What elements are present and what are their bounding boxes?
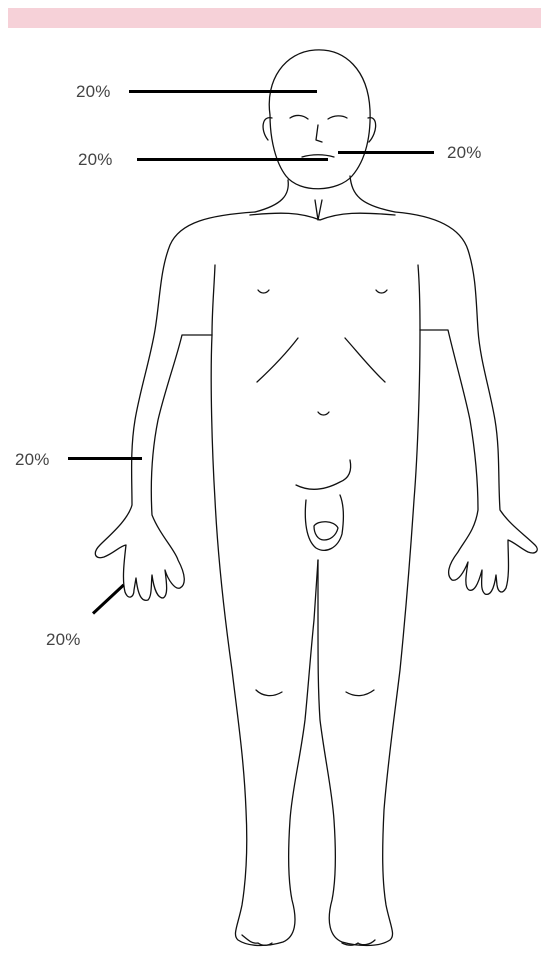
body-left-outline (95, 212, 255, 600)
left-knee (256, 690, 282, 696)
forehead-percent-label: 20% (76, 82, 111, 102)
jaw-leader (338, 151, 434, 154)
mouth (302, 155, 334, 157)
genital-inner (314, 522, 338, 540)
hand-percent-label: 20% (46, 630, 81, 650)
sternum (315, 200, 322, 220)
navel (318, 412, 329, 415)
forehead-leader (129, 90, 317, 93)
chin-percent-label: 20% (78, 150, 113, 170)
genital-outline (305, 495, 343, 550)
body-right-outline (395, 212, 537, 594)
left-eye (290, 115, 308, 119)
neck-right (350, 176, 395, 212)
jaw-percent-label: 20% (447, 143, 482, 163)
forearm-leader (68, 457, 142, 460)
right-armpit (418, 265, 420, 330)
neck-left (255, 180, 288, 212)
right-nipple (376, 290, 387, 293)
left-ribcage (257, 338, 298, 382)
right-hip (318, 330, 420, 946)
right-ribcage (345, 338, 385, 382)
groin (296, 460, 351, 489)
left-hip (211, 335, 318, 946)
right-knee (346, 690, 374, 696)
chin-leader (137, 158, 328, 161)
nose (316, 125, 322, 142)
forearm-percent-label: 20% (15, 450, 50, 470)
left-armpit (212, 265, 215, 335)
head-outline (269, 50, 370, 189)
right-eye (328, 116, 347, 119)
left-nipple (258, 290, 269, 293)
chest-line (250, 213, 395, 220)
